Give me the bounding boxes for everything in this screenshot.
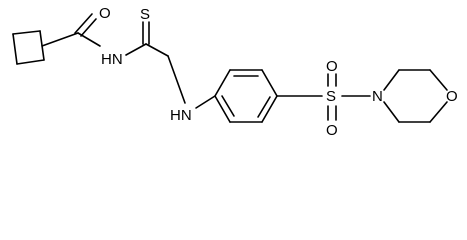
bond bbox=[145, 43, 169, 57]
morpholine-ring bbox=[383, 69, 448, 123]
thione-double-bond bbox=[142, 21, 150, 45]
aryl-nh-label: HN bbox=[170, 107, 192, 124]
bond bbox=[77, 32, 101, 47]
bond bbox=[12, 33, 18, 65]
bond bbox=[195, 95, 216, 109]
bond bbox=[125, 43, 147, 56]
bond bbox=[16, 59, 45, 65]
bond bbox=[12, 30, 41, 35]
bond bbox=[41, 32, 79, 47]
carbonyl-oxygen-label: O bbox=[99, 5, 111, 22]
sulfonyl-sulfur-label: S bbox=[326, 88, 336, 105]
benzene-ring bbox=[214, 69, 278, 123]
carbonyl-double-bond bbox=[74, 13, 97, 37]
thione-sulfur-label: S bbox=[140, 6, 150, 23]
bond bbox=[167, 55, 186, 104]
amide-nh-label: HN bbox=[101, 51, 123, 68]
sulfonyl-oxygen-bottom-label: O bbox=[326, 122, 338, 139]
sulfonyl-oxygen-top-label: O bbox=[326, 58, 338, 75]
chemical-structure-diagram: O HN S HN S O O N bbox=[12, 5, 458, 139]
sulfonyl-bottom-double-bond bbox=[327, 105, 337, 121]
morpholine-oxygen-label: O bbox=[446, 88, 458, 105]
cyclobutane-ring bbox=[12, 30, 45, 65]
sulfonyl-top-double-bond bbox=[327, 73, 337, 87]
morpholine-nitrogen-label: N bbox=[372, 88, 383, 105]
